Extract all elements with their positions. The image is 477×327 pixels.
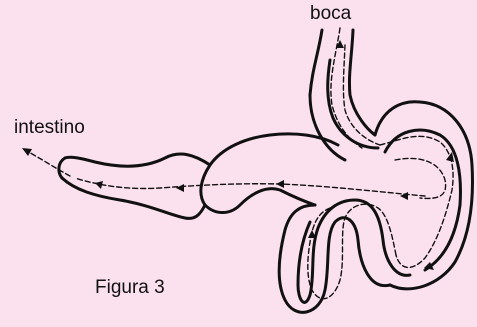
flow-path-stomach-right — [395, 158, 446, 198]
arrowhead-main-1 — [176, 184, 184, 192]
flow-path-main — [75, 178, 425, 196]
mouth-label: boca — [310, 4, 351, 23]
middle-lobe — [201, 134, 338, 213]
esophagus-right-wall — [349, 30, 375, 135]
arrowhead-main-3 — [95, 181, 103, 189]
flow-path-stomach-loop — [380, 136, 453, 267]
arrowhead-main-2 — [276, 180, 284, 188]
middle-lobe-lower — [62, 178, 205, 218]
figure-caption: Figura 3 — [95, 278, 165, 297]
flow-path-exit — [25, 150, 70, 176]
flow-arrowheads — [22, 40, 454, 270]
intestine-upper-wall — [65, 154, 210, 166]
arrowhead-stomach — [446, 152, 454, 162]
intestine-tip — [59, 158, 65, 178]
arrowhead-exit — [22, 148, 32, 156]
lower-loop-outer — [279, 205, 390, 312]
intestine-label: intestino — [14, 118, 85, 137]
